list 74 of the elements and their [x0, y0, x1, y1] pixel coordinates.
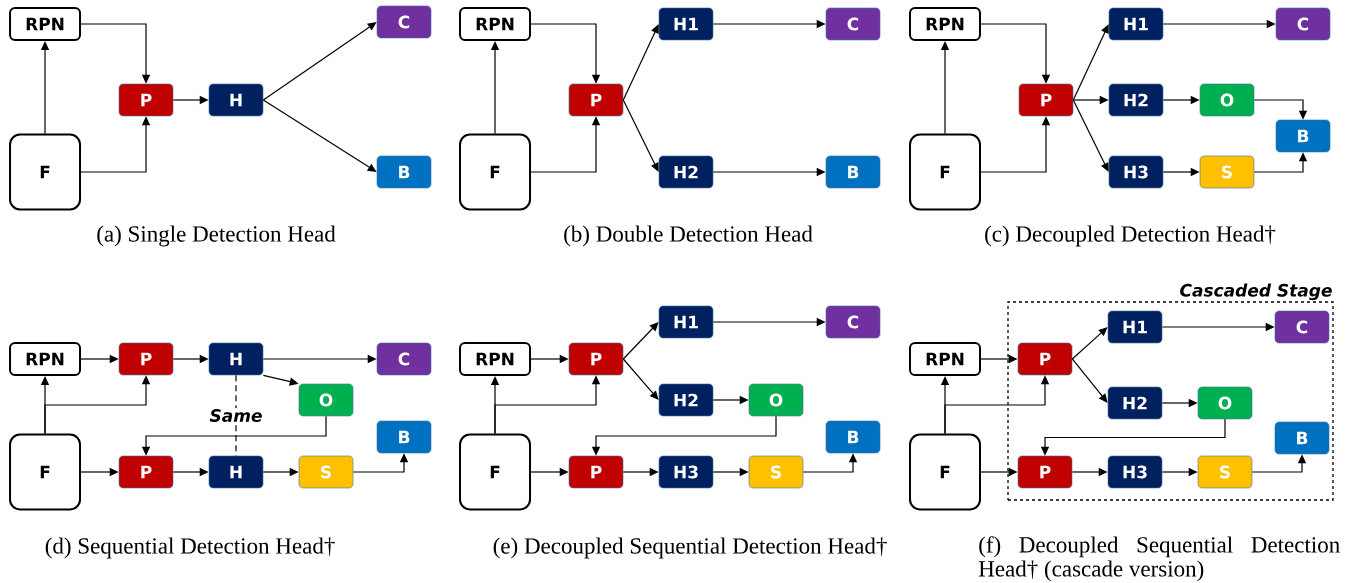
- head-box: H3: [1108, 155, 1164, 189]
- score-box: S: [298, 455, 354, 489]
- rpn-box: RPN: [459, 342, 531, 376]
- feature-box: F: [909, 133, 981, 211]
- output-box: O: [748, 383, 804, 417]
- pooling-box: P: [118, 83, 174, 117]
- pooling-box: P: [568, 455, 624, 489]
- arrow: [622, 99, 659, 172]
- score-box: S: [748, 455, 804, 489]
- feature-box: F: [459, 433, 531, 511]
- caption: (a) Single Detection Head: [97, 225, 336, 247]
- head-box: H1: [658, 7, 714, 41]
- head-box: H2: [658, 383, 714, 417]
- class-box: C: [825, 305, 881, 339]
- output-box: O: [1197, 386, 1253, 420]
- feature-box: F: [9, 133, 81, 211]
- feature-box: F: [9, 433, 81, 511]
- pooling-box: P: [118, 455, 174, 489]
- arrow: [1071, 358, 1108, 403]
- arrow: [262, 99, 377, 172]
- class-box: C: [376, 5, 432, 39]
- caption: (b) Double Detection Head: [564, 225, 813, 247]
- caption: (d) Sequential Detection Head†: [45, 537, 335, 559]
- box-output: B: [1274, 421, 1330, 455]
- pooling-box: P: [1018, 83, 1074, 117]
- box-output: B: [376, 155, 432, 189]
- output-box: O: [298, 383, 354, 417]
- pooling-box: P: [568, 342, 624, 376]
- feature-box: F: [459, 133, 531, 211]
- arrow: [1071, 327, 1108, 360]
- arrow: [622, 24, 659, 101]
- pooling-box: P: [568, 83, 624, 117]
- pooling-box: P: [118, 342, 174, 376]
- arrow: [622, 322, 659, 360]
- head-box: H2: [1107, 386, 1163, 420]
- dashed-line: [235, 374, 237, 457]
- head-box: H3: [1107, 455, 1163, 489]
- head-box: H2: [1108, 83, 1164, 117]
- feature-box: F: [909, 433, 981, 511]
- class-box: C: [1274, 310, 1330, 344]
- head-box: H1: [658, 305, 714, 339]
- arrow: [1072, 24, 1109, 101]
- head-box: H3: [658, 455, 714, 489]
- node-label: Cascaded Stage: [1180, 283, 1332, 301]
- caption: (e) Decoupled Sequential Detection Head†: [493, 537, 887, 559]
- caption: (c) Decoupled Detection Head†: [985, 225, 1276, 247]
- box-output: B: [825, 155, 881, 189]
- arrow: [622, 358, 659, 400]
- arrow: [262, 22, 377, 101]
- pooling-box: P: [1017, 455, 1073, 489]
- rpn-box: RPN: [459, 7, 531, 41]
- pooling-box: P: [1017, 342, 1073, 376]
- edge-label: Same: [208, 408, 264, 423]
- head-box: H: [208, 342, 264, 376]
- box-output: B: [825, 420, 881, 454]
- rpn-box: RPN: [9, 7, 81, 41]
- rpn-box: RPN: [909, 342, 981, 376]
- box-output: B: [1275, 119, 1331, 153]
- rpn-box: RPN: [9, 342, 81, 376]
- score-box: S: [1199, 155, 1255, 189]
- box-output: B: [376, 420, 432, 454]
- score-box: S: [1197, 455, 1253, 489]
- head-box: H2: [658, 155, 714, 189]
- output-box: O: [1199, 83, 1255, 117]
- class-box: C: [376, 342, 432, 376]
- head-box: H: [208, 83, 264, 117]
- head-box: H1: [1108, 7, 1164, 41]
- class-box: C: [825, 7, 881, 41]
- head-box: H1: [1107, 310, 1163, 344]
- arrow: [1072, 99, 1109, 172]
- class-box: C: [1275, 7, 1331, 41]
- caption: (f) Decoupled Sequential Detection Head† (cascade version): [978, 536, 1340, 582]
- head-box: H: [208, 455, 264, 489]
- rpn-box: RPN: [909, 7, 981, 41]
